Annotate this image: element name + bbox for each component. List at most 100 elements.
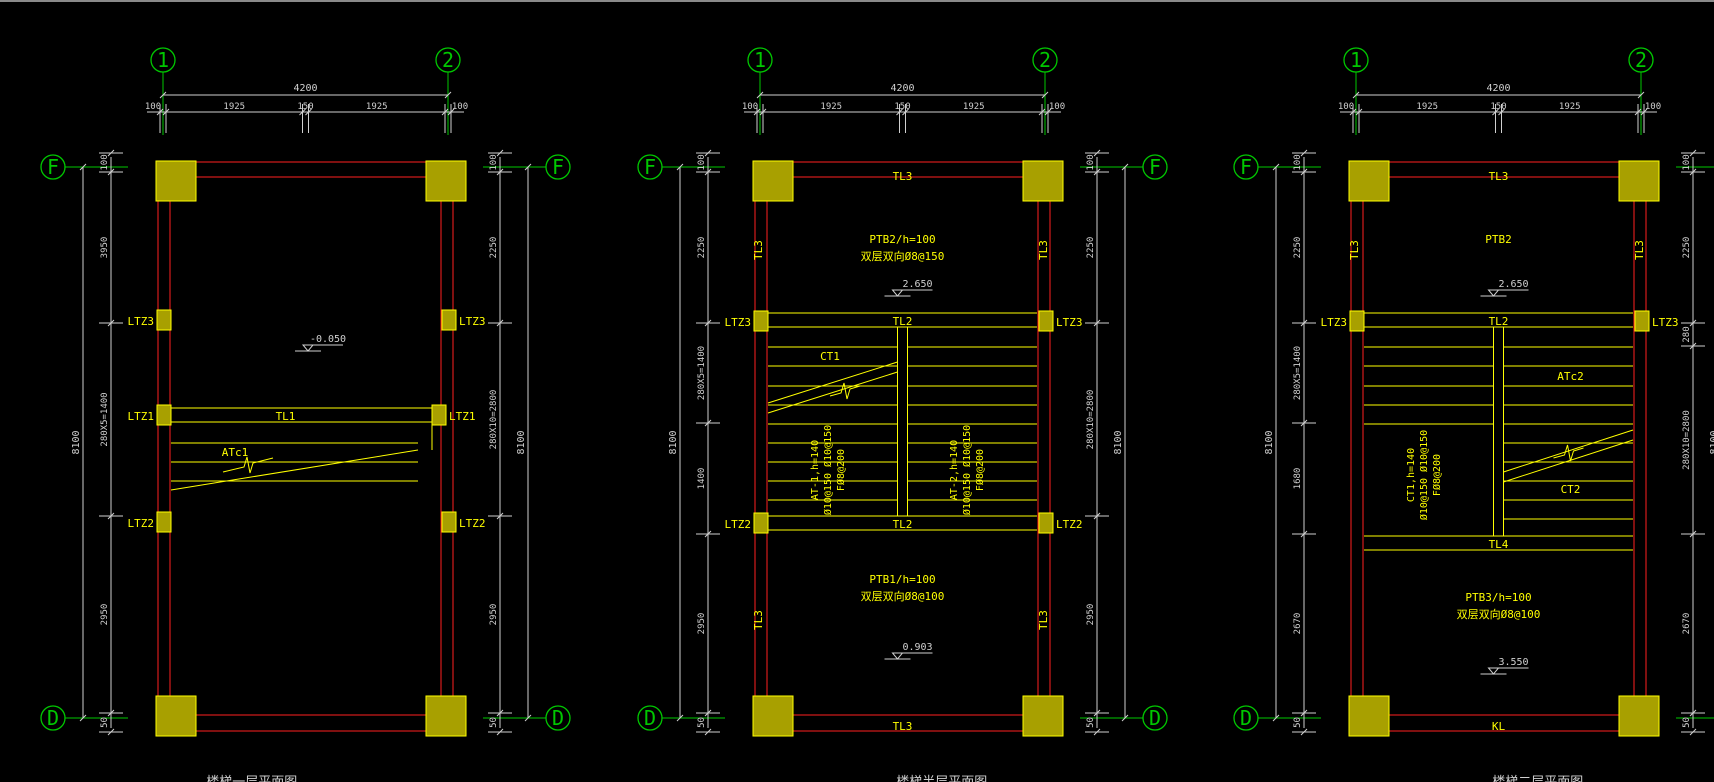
dim-tick xyxy=(676,714,684,722)
dim-tick xyxy=(107,319,115,327)
dim-tick xyxy=(704,168,712,176)
dim-tick xyxy=(1300,168,1308,176)
ltz-label: LTZ3 xyxy=(1321,316,1348,329)
slab-rebar: 双层双向Ø8@100 xyxy=(1457,607,1541,621)
beam-label-vert: TL3 xyxy=(1037,610,1050,630)
dim-tick xyxy=(1300,419,1308,427)
stair-label: CT1 xyxy=(820,350,840,363)
ltz-column xyxy=(753,512,769,534)
ltz-label: LTZ2 xyxy=(128,517,155,530)
dim-seg-v: 2250 xyxy=(697,237,707,259)
dim-tick xyxy=(107,709,115,717)
dim-tick xyxy=(1689,319,1697,327)
dim-tick xyxy=(1689,728,1697,736)
dim-seg-v: 100 xyxy=(100,154,110,170)
dim-tick xyxy=(496,512,504,520)
dim-tick xyxy=(447,108,455,116)
beam-label-vert: TL3 xyxy=(752,610,765,630)
dim-tick xyxy=(1093,149,1101,157)
dim-seg-v: 280X10=2800 xyxy=(1086,390,1096,450)
dim-tick xyxy=(496,709,504,717)
slab-label: PTB2/h=100 xyxy=(869,233,935,246)
dim-seg-v: 50 xyxy=(697,717,707,728)
ltz-label: LTZ3 xyxy=(1056,316,1083,329)
dim-tick xyxy=(444,91,452,99)
dim-seg: 1925 xyxy=(223,102,245,112)
dim-tick xyxy=(1093,709,1101,717)
ltz-column xyxy=(431,404,447,426)
ltz-column xyxy=(1038,310,1054,332)
ltz-column xyxy=(1634,310,1650,332)
dim-tick xyxy=(704,419,712,427)
ltz-label: LTZ1 xyxy=(128,410,155,423)
dim-seg: 1925 xyxy=(820,102,842,112)
elevation-value: 2.650 xyxy=(1498,279,1528,290)
ltz-column xyxy=(156,511,172,533)
dim-seg: 100 xyxy=(1645,102,1661,112)
dim-tick xyxy=(1121,714,1129,722)
dim-seg: 100 xyxy=(452,102,468,112)
beam-label-vert: TL3 xyxy=(752,240,765,260)
dim-tick xyxy=(1272,163,1280,171)
dim-total-v: 8100 xyxy=(1113,430,1124,454)
dim-seg-v: 280X5=1400 xyxy=(100,392,110,446)
dim-seg-v: 2250 xyxy=(489,237,499,259)
stair-note: FØ8@200 xyxy=(1431,454,1443,496)
dim-seg-v: 2250 xyxy=(1682,237,1692,259)
panel-title: ...楼梯半层平面图 xyxy=(873,775,987,782)
ltz-label: LTZ3 xyxy=(725,316,752,329)
dim-seg-v: 1680 xyxy=(1293,468,1303,490)
stair-slope xyxy=(767,371,898,414)
elevation-symbol xyxy=(301,344,315,352)
dim-total-v: 8100 xyxy=(1709,430,1714,454)
corner-column xyxy=(1022,160,1064,202)
dim-tick xyxy=(162,108,170,116)
dim-seg-v: 2950 xyxy=(1086,604,1096,626)
corner-column xyxy=(1348,695,1390,737)
dim-tick xyxy=(1300,149,1308,157)
stair-slope xyxy=(1503,439,1634,483)
dim-seg-v: 280X5=1400 xyxy=(1293,346,1303,400)
stair-label: ATc1 xyxy=(222,446,249,459)
dim-seg-v: 2670 xyxy=(1682,613,1692,635)
dim-tick xyxy=(1689,530,1697,538)
beam-label: TL2 xyxy=(893,518,913,531)
dim-tick xyxy=(1300,728,1308,736)
beam-label-bottom: TL3 xyxy=(893,720,913,733)
dim-tick xyxy=(704,319,712,327)
axis-1-label: 1 xyxy=(1350,48,1362,72)
dim-tick xyxy=(496,168,504,176)
stair-label: CT2 xyxy=(1561,483,1581,496)
dim-total: 4200 xyxy=(293,83,317,94)
dim-tick xyxy=(756,91,764,99)
dim-tick xyxy=(524,714,532,722)
stair-slope xyxy=(170,449,419,491)
stair-label: ATc2 xyxy=(1557,370,1584,383)
elevation-value: 2.650 xyxy=(902,279,932,290)
dim-seg-v: 2950 xyxy=(489,604,499,626)
beam-label-bottom: KL xyxy=(1492,720,1506,733)
dim-tick xyxy=(1689,168,1697,176)
dim-seg-v: 1400 xyxy=(697,468,707,490)
beam-label-vert: TL3 xyxy=(1633,240,1646,260)
dim-tick xyxy=(107,728,115,736)
dim-tick xyxy=(496,149,504,157)
corner-column xyxy=(1618,695,1660,737)
dim-seg: 150 xyxy=(894,102,910,112)
dim-seg-v: 100 xyxy=(1086,154,1096,170)
elevation-symbol xyxy=(891,652,904,660)
dim-tick xyxy=(1352,91,1360,99)
ltz-label: LTZ3 xyxy=(1652,316,1679,329)
dim-seg: 100 xyxy=(1338,102,1354,112)
slab-rebar: 双层双向Ø8@150 xyxy=(861,249,945,263)
stair-note: FØ8@200 xyxy=(835,449,847,491)
axis-F-left: F xyxy=(644,155,656,179)
dim-tick xyxy=(1093,512,1101,520)
slab-label: PTB1/h=100 xyxy=(869,573,935,586)
dim-seg: 1925 xyxy=(963,102,985,112)
axis-2-label: 2 xyxy=(1039,48,1051,72)
dim-tick xyxy=(753,108,761,116)
ltz-label: LTZ2 xyxy=(459,517,486,530)
